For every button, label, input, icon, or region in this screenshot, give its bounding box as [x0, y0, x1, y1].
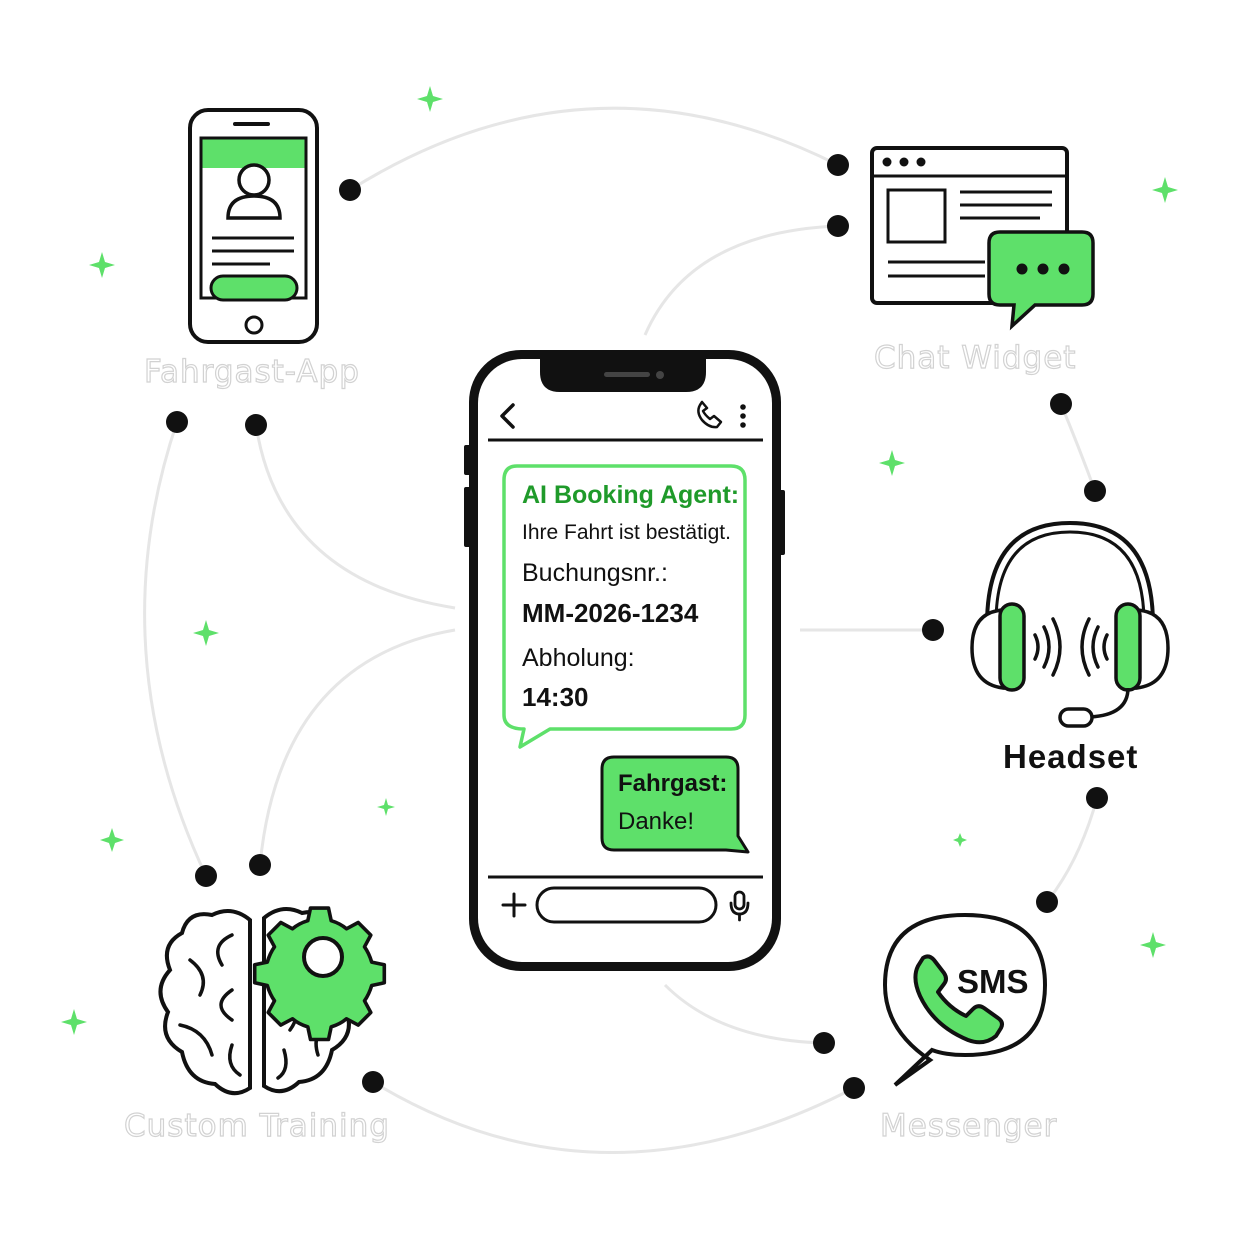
sound-waves-icon — [1033, 617, 1109, 677]
messenger-icon — [882, 912, 1048, 1087]
connectors — [143, 106, 1099, 1155]
headset-icon — [970, 520, 1170, 728]
passenger-app-icon — [188, 108, 319, 344]
booking-number-value: MM-2026-1234 — [522, 598, 699, 628]
sms-label: SMS — [957, 963, 1029, 1000]
pickup-label: Abholung: — [522, 644, 635, 672]
central-phone — [464, 350, 785, 971]
microphone-icon — [729, 890, 750, 922]
phone-handset-icon — [913, 954, 1004, 1045]
chat-widget-icon — [870, 146, 1095, 331]
agent-title: AI Booking Agent: — [522, 481, 740, 509]
more-icon — [740, 404, 746, 428]
label-chat-widget: Chat Widget — [873, 339, 1077, 376]
plus-icon — [501, 892, 527, 918]
user-message-bubble — [600, 755, 750, 854]
user-icon — [226, 163, 282, 220]
sparkle-icon — [61, 86, 1178, 1035]
label-messenger: Messenger — [879, 1107, 1058, 1144]
agent-message-bubble — [502, 464, 747, 749]
label-headset: Headset — [1003, 738, 1139, 775]
label-passenger-app: Fahrgast-App — [143, 353, 360, 390]
booking-number-label: Buchungsnr.: — [522, 559, 668, 587]
agent-confirmation: Ihre Fahrt ist bestätigt. — [522, 521, 731, 544]
brain-gear-icon — [158, 906, 387, 1096]
message-input — [535, 886, 718, 924]
typing-dots-icon — [1016, 263, 1070, 275]
phone-icon — [697, 400, 723, 429]
pickup-value: 14:30 — [522, 682, 589, 712]
back-arrow-icon — [500, 403, 515, 429]
label-custom-training: Custom Training — [123, 1107, 390, 1144]
gear-icon — [252, 906, 387, 1042]
connector-dots — [166, 154, 1108, 1099]
passenger-text: Danke! — [618, 808, 695, 835]
passenger-title: Fahrgast: — [618, 770, 728, 797]
